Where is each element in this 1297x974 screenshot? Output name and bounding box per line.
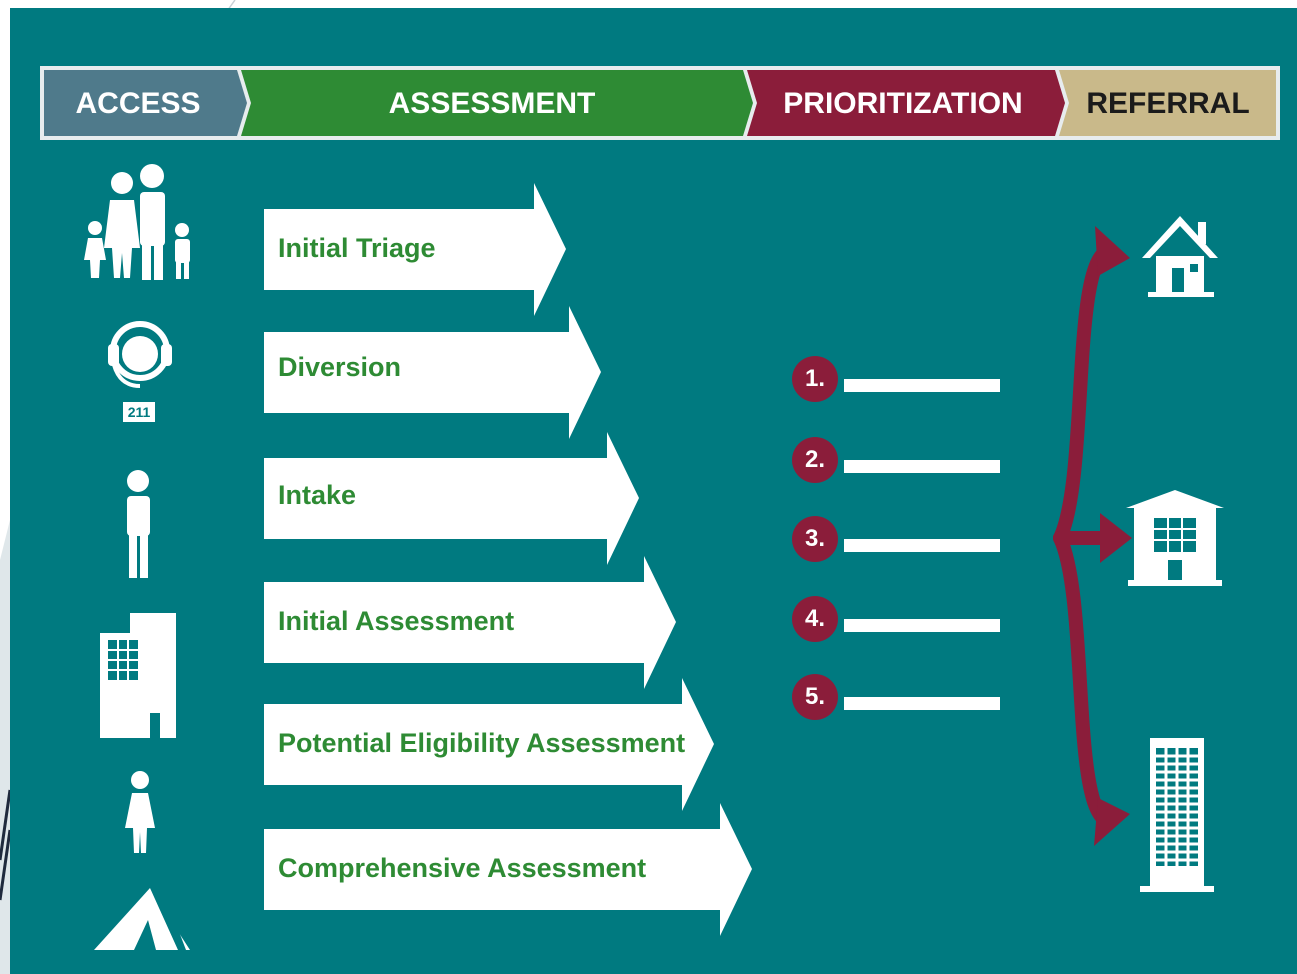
arrowhead-bottom — [1094, 798, 1130, 846]
stage-access-label: ACCESS — [75, 87, 200, 120]
apartment-building-icon — [1126, 490, 1224, 586]
building-icon — [100, 613, 176, 738]
woman-icon — [125, 771, 155, 853]
family-icon — [84, 164, 190, 280]
stage-banner: ACCESS ASSESSMENT PRIORITIZATION REFERRA… — [40, 66, 1280, 140]
priority-rank-3: 3. — [792, 516, 1000, 562]
rank-number: 4. — [792, 596, 838, 642]
rank-number: 5. — [792, 674, 838, 720]
stage-prioritization-label: PRIORITIZATION — [783, 87, 1022, 120]
access-icons: 211 — [84, 164, 190, 950]
step-label: Initial Assessment — [278, 606, 515, 636]
rank-number: 3. — [792, 516, 838, 562]
step-arrow-initial-triage: Initial Triage — [264, 183, 566, 316]
step-label: Comprehensive Assessment — [278, 853, 647, 883]
step-label: Intake — [278, 480, 357, 510]
call-center-badge: 211 — [128, 404, 151, 420]
rank-blank-line — [844, 459, 1000, 473]
step-arrow-diversion: Diversion — [264, 306, 601, 439]
step-label: Potential Eligibility Assessment — [278, 728, 686, 758]
priority-rank-2: 2. — [792, 437, 1000, 483]
person-icon — [127, 470, 150, 578]
high-rise-icon — [1140, 738, 1214, 892]
step-arrow-initial-assessment: Initial Assessment — [264, 556, 676, 689]
step-label: Diversion — [278, 352, 402, 382]
priority-rank-1: 1. — [792, 356, 1000, 402]
rank-blank-line — [844, 538, 1000, 552]
stage-prioritization — [747, 70, 1065, 136]
step-arrow-comprehensive-assessment: Comprehensive Assessment — [264, 803, 752, 936]
stage-referral — [1059, 70, 1276, 136]
rank-number: 1. — [792, 356, 838, 402]
call-center-211-icon: 211 — [108, 321, 172, 422]
stage-access — [44, 70, 247, 136]
stage-assessment-label: ASSESSMENT — [389, 87, 596, 120]
priority-rank-4: 4. — [792, 596, 1000, 642]
arrowhead-top — [1095, 226, 1130, 276]
diagram-panel: ACCESS ASSESSMENT PRIORITIZATION REFERRA… — [10, 8, 1297, 974]
step-arrow-potential-eligibility-assessment: Potential Eligibility Assessment — [264, 678, 714, 811]
rank-blank-line — [844, 696, 1000, 710]
arrowhead-middle — [1100, 513, 1132, 563]
stage-assessment — [241, 70, 753, 136]
house-icon — [1142, 216, 1218, 297]
referral-graphic — [1053, 216, 1224, 892]
stage-referral-label: REFERRAL — [1086, 87, 1249, 120]
step-label: Initial Triage — [278, 233, 436, 263]
step-arrow-intake: Intake — [264, 432, 639, 565]
rank-number: 2. — [792, 437, 838, 483]
rank-blank-line — [844, 618, 1000, 632]
tent-icon — [94, 888, 190, 950]
rank-blank-line — [844, 378, 1000, 392]
priority-rank-5: 5. — [792, 674, 1000, 720]
